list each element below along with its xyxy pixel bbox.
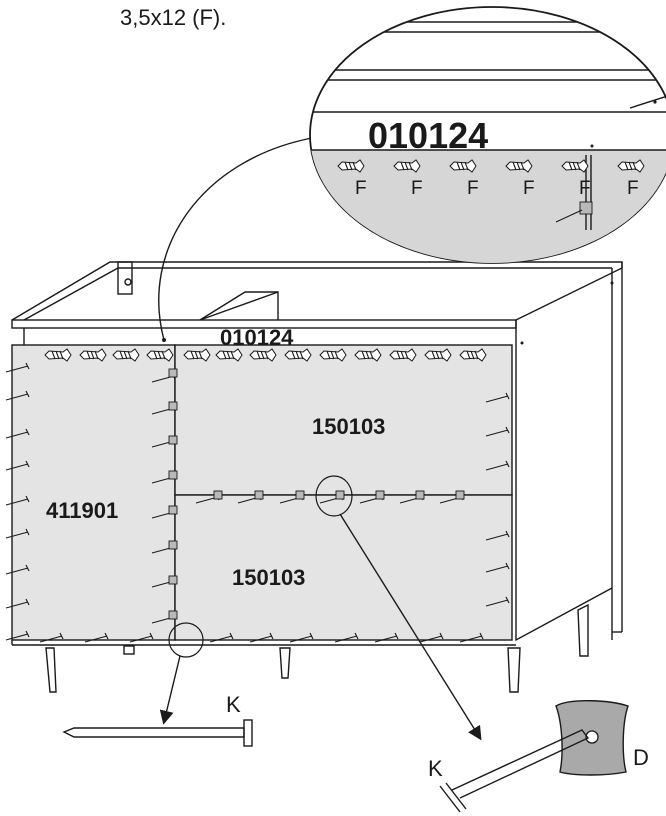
top-rail-label: 010124 [220,325,294,350]
screw-letter: F [467,178,479,199]
clip-letter: D [633,745,649,770]
back-panels: 010124 411901 150103 150103 [5,325,513,643]
screw-letter: F [579,178,591,199]
screw-letter: F [411,178,423,199]
detail-callouts [159,475,482,741]
nail-letter: K [226,692,241,717]
upper-panel-label: 150103 [312,414,385,439]
screw-letter: F [523,178,535,199]
detail-screw-letters: F F F F F F [355,178,639,199]
caption-text: 3,5x12 (F). [120,5,226,30]
cabinet [11,261,623,693]
clip-detail: K D [428,700,649,813]
clip-detail-circle [315,475,353,517]
detail-magnifier-top: 010124 F F F F F F [158,6,666,342]
nail-detail: K [62,692,253,747]
lower-panel-label: 150103 [232,565,305,590]
detail-part-label: 010124 [368,115,488,156]
screw-letter: F [627,178,639,199]
side-panel-label: 411901 [46,498,118,523]
clip-nail-letter: K [428,756,443,781]
screw-letter: F [355,178,367,199]
side-panel [11,344,176,641]
upper-panel [174,344,513,496]
nail-detail-circle [168,622,204,658]
lower-panel [174,494,513,641]
